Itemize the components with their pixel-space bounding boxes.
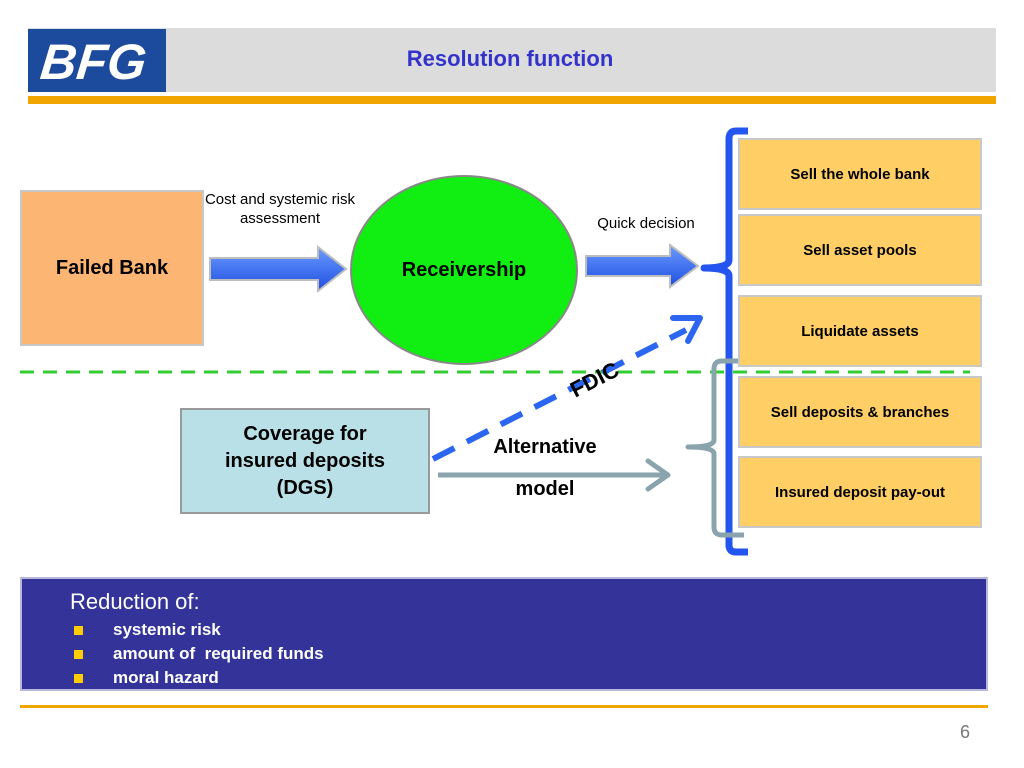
option-label: Insured deposit pay-out bbox=[774, 483, 945, 501]
list-item-text: moral hazard bbox=[113, 668, 219, 687]
list-item-text: systemic risk bbox=[113, 620, 221, 639]
coverage-dgs-box: Coverage for insured deposits (DGS) bbox=[180, 408, 430, 514]
option-sell-deposits-branches: Sell deposits & branches bbox=[738, 376, 982, 448]
list-item: systemic risk bbox=[74, 618, 324, 642]
alternative-arrow-head bbox=[645, 458, 671, 492]
option-sell-whole-bank: Sell the whole bank bbox=[738, 138, 982, 210]
footer-divider bbox=[20, 705, 988, 708]
fdic-arrow-head bbox=[670, 315, 703, 344]
list-item: amount of required funds bbox=[74, 642, 324, 666]
fdic-dashed-arrow bbox=[431, 327, 688, 462]
arrow-to-receivership bbox=[209, 244, 348, 294]
failed-bank-label: Failed Bank bbox=[55, 256, 169, 279]
coverage-label: Coverage for insured deposits (DGS) bbox=[224, 422, 386, 499]
cost-assessment-caption: Cost and systemic risk assessment bbox=[204, 191, 356, 227]
arrow-to-options bbox=[585, 243, 700, 289]
gray-brace bbox=[685, 358, 744, 538]
receivership-label: Receivership bbox=[401, 258, 527, 281]
square-bullet-icon bbox=[74, 673, 83, 683]
header-divider bbox=[28, 96, 996, 104]
page-number: 6 bbox=[959, 722, 970, 742]
option-label: Sell deposits & branches bbox=[770, 403, 950, 421]
model-label: model bbox=[515, 478, 575, 500]
reduction-list: systemic risk amount of required funds m… bbox=[74, 618, 324, 690]
option-label: Sell the whole bank bbox=[790, 165, 930, 183]
square-bullet-icon bbox=[74, 625, 83, 635]
failed-bank-box: Failed Bank bbox=[20, 190, 204, 346]
reduction-panel: Reduction of: systemic risk amount of re… bbox=[20, 577, 988, 691]
receivership-node: Receivership bbox=[350, 175, 578, 365]
quick-decision-caption: Quick decision bbox=[597, 215, 695, 232]
alternative-label: Alternative bbox=[493, 436, 597, 458]
option-liquidate-assets: Liquidate assets bbox=[738, 295, 982, 367]
reduction-heading: Reduction of: bbox=[70, 589, 200, 614]
page-title: Resolution function bbox=[406, 46, 614, 71]
option-insured-deposit-payout: Insured deposit pay-out bbox=[738, 456, 982, 528]
option-label: Sell asset pools bbox=[803, 241, 917, 259]
bfg-logo: BFG bbox=[28, 29, 166, 92]
square-bullet-icon bbox=[74, 649, 83, 659]
list-item-text: amount of required funds bbox=[113, 644, 324, 663]
option-label: Liquidate assets bbox=[801, 322, 919, 340]
svg-text:BFG: BFG bbox=[38, 34, 149, 90]
option-sell-asset-pools: Sell asset pools bbox=[738, 214, 982, 286]
header-band bbox=[28, 28, 996, 92]
blue-brace bbox=[700, 127, 748, 556]
list-item: moral hazard bbox=[74, 666, 324, 690]
